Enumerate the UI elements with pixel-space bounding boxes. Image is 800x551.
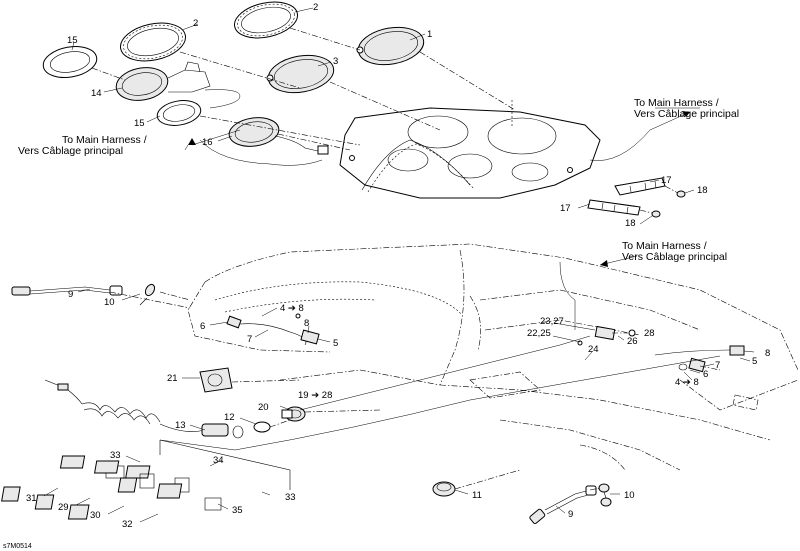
note-line: Vers Câblage principal [622, 251, 727, 263]
note-harness-left: To Main Harness / Vers Câblage principal [18, 134, 147, 157]
arrowhead [682, 111, 690, 117]
gauge-bezel-2-right [234, 1, 298, 39]
callout-17: 17 [560, 203, 571, 214]
callout-32: 32 [122, 519, 133, 530]
callout-28: 28 [644, 328, 655, 339]
callout-17: 17 [661, 175, 672, 186]
callout-13: 13 [175, 420, 186, 431]
callout-14: 14 [91, 88, 102, 99]
diagram-reference: s7M0514 [3, 543, 32, 550]
clip-10-left [139, 283, 156, 306]
callout-6: 6 [703, 369, 708, 380]
sensor-cable-9-right [529, 485, 597, 525]
gauge-16-with-wire [228, 117, 329, 155]
callout-24: 24 [588, 344, 599, 355]
callout-35: 35 [232, 505, 243, 516]
sensor-21 [199, 367, 233, 393]
switch-harness-right [654, 345, 745, 373]
socket-20 [281, 406, 306, 422]
note-harness-top-right: To Main Harness / Vers Câblage principal [634, 97, 739, 120]
sensor-cable-9-left [11, 285, 123, 296]
callout-12: 12 [224, 412, 235, 423]
arrowhead [600, 260, 608, 267]
callout-8: 8 [765, 348, 770, 359]
callout-2: 2 [193, 18, 198, 29]
switch-cluster [1, 439, 291, 520]
callout-16: 16 [202, 137, 213, 148]
note-line: To Main Harness / [634, 97, 719, 109]
callout-8: 8 [304, 318, 309, 329]
callout-6: 6 [200, 321, 205, 332]
ring-12 [253, 421, 271, 433]
callout-9: 9 [568, 509, 573, 520]
callout-29: 29 [58, 502, 69, 513]
instrument-cluster-housing [339, 107, 601, 199]
gauge-bezel-2-left [120, 22, 186, 62]
callout-19-to-28: 19 ➔ 28 [298, 390, 332, 401]
button-11 [432, 481, 456, 497]
callout-15: 15 [67, 35, 78, 46]
callout-22-25: 22,25 [527, 328, 551, 339]
gauge-ring-15-top [42, 46, 98, 78]
bracket-17-lower [587, 199, 641, 216]
callout-20: 20 [258, 402, 269, 413]
clip-10-right [598, 483, 612, 507]
callout-4-to-8: 4 ➔ 8 [280, 303, 304, 314]
callout-31: 31 [26, 493, 37, 504]
callout-5: 5 [333, 338, 338, 349]
connector-22-28 [577, 325, 636, 346]
callout-1: 1 [427, 29, 432, 40]
note-harness-mid-right: To Main Harness / Vers Câblage principal [622, 240, 727, 263]
note-line: Vers Câblage principal [18, 145, 123, 157]
note-line: To Main Harness / [62, 134, 147, 146]
callout-34: 34 [213, 455, 224, 466]
callout-10: 10 [624, 490, 635, 501]
callout-2: 2 [313, 2, 318, 13]
arrowhead [188, 138, 196, 145]
nut-18-upper [676, 190, 686, 198]
callout-5: 5 [752, 356, 757, 367]
dash-panel-outline [187, 243, 799, 471]
callout-15: 15 [134, 118, 145, 129]
gauge-1 [356, 26, 425, 66]
callout-21: 21 [167, 373, 178, 384]
gauge-ring-15-bottom [156, 100, 202, 126]
coiled-cord-13 [44, 379, 244, 439]
gauge-14 [115, 61, 211, 101]
note-line: To Main Harness / [622, 240, 707, 252]
callout-26: 26 [627, 336, 638, 347]
callouts: 1 2 2 3 15 14 15 16 17 18 17 18 9 10 4 ➔… [26, 2, 770, 530]
gauge-assembly [42, 1, 700, 225]
callout-33: 33 [285, 492, 296, 503]
callout-7: 7 [715, 360, 720, 371]
gauge-3 [266, 54, 335, 94]
callout-3: 3 [333, 56, 338, 67]
nut-18-lower [651, 210, 661, 218]
callout-30: 30 [90, 510, 101, 521]
callout-18: 18 [697, 185, 708, 196]
callout-10: 10 [104, 297, 115, 308]
dash-panel-assembly [1, 129, 799, 525]
callout-4-to-8: 4 ➔ 8 [675, 377, 699, 388]
callout-18: 18 [625, 218, 636, 229]
callout-7: 7 [247, 334, 252, 345]
callout-9: 9 [68, 289, 73, 300]
switch-harness-left [226, 313, 320, 346]
callout-23-27: 23,27 [540, 316, 564, 327]
callout-11: 11 [472, 490, 482, 501]
callout-33: 33 [110, 450, 121, 461]
